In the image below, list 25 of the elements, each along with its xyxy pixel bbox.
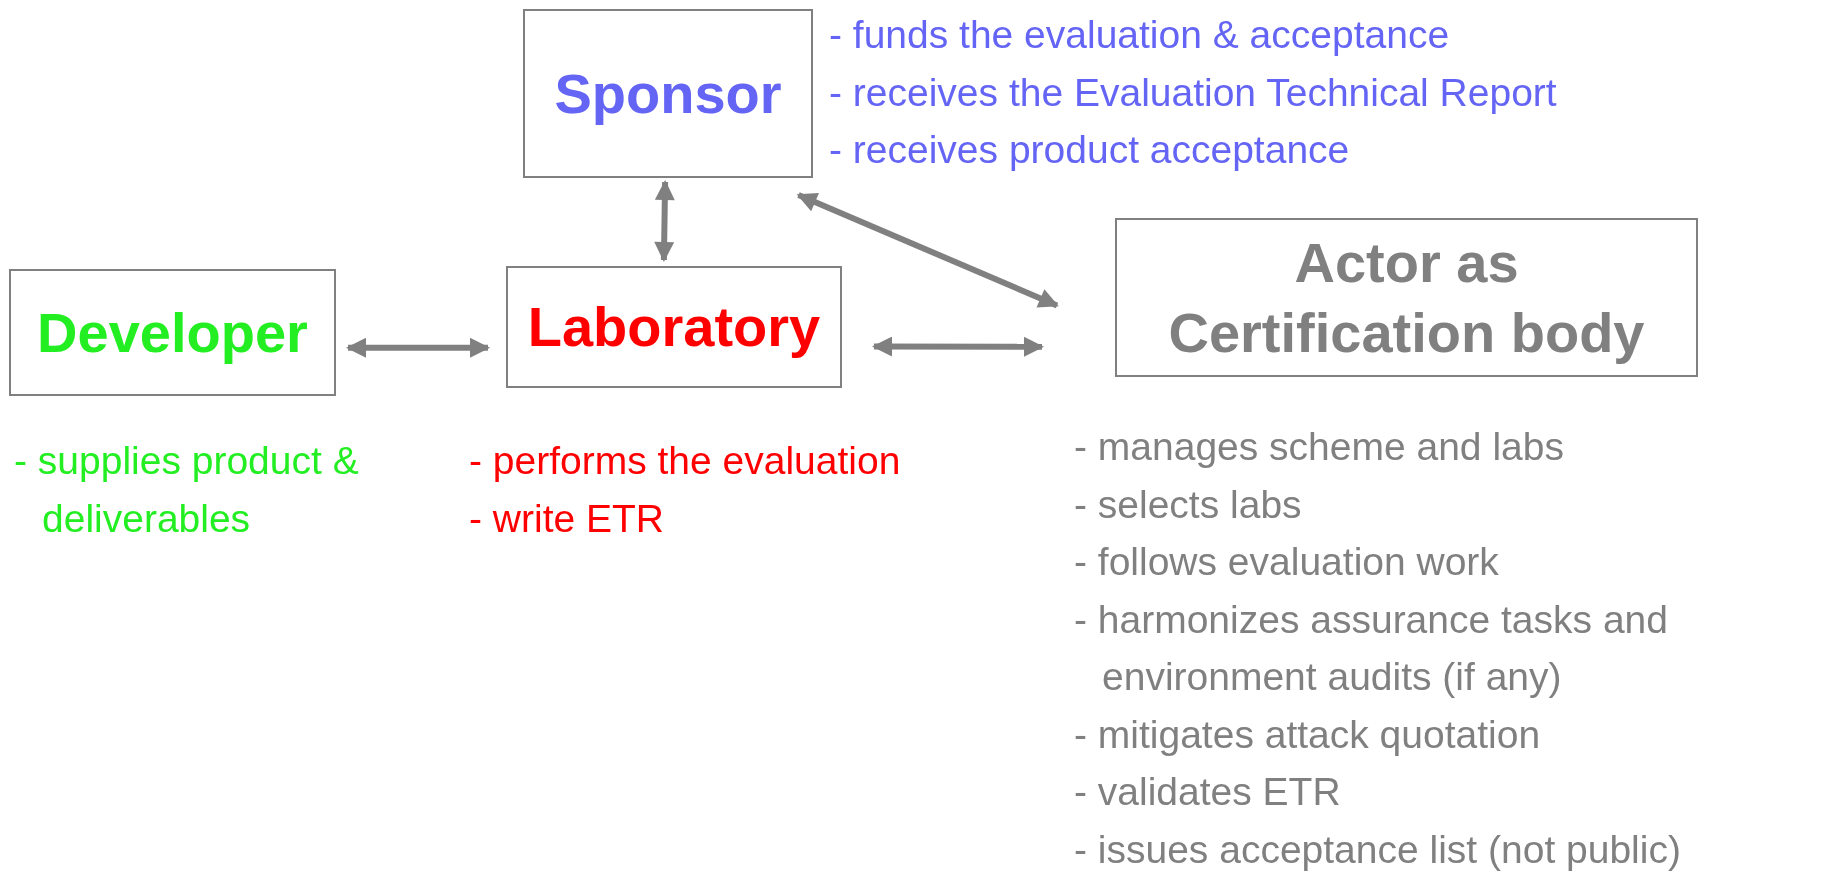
role-description: - performs the evaluation bbox=[469, 438, 901, 484]
actor-name: Developer bbox=[37, 299, 308, 366]
role-description: - manages scheme and labs bbox=[1074, 424, 1564, 470]
role-description: - receives product acceptance bbox=[829, 127, 1350, 173]
double-arrow bbox=[346, 337, 490, 358]
actor-box bbox=[1115, 218, 1698, 377]
role-description: - mitigates attack quotation bbox=[1074, 711, 1541, 758]
double-arrow bbox=[796, 192, 1059, 309]
role-description: - write ETR bbox=[469, 495, 664, 542]
actor-box bbox=[523, 9, 813, 178]
role-description: - harmonizes assurance tasks and environment audits (if any) bbox=[1074, 596, 1669, 700]
role-description: - issues acceptance list (not public) bbox=[1074, 826, 1681, 873]
role-description: - supplies product & deliverables bbox=[14, 438, 360, 542]
actor-name: Sponsor bbox=[554, 60, 782, 127]
actor-box bbox=[9, 269, 336, 396]
role-description: - follows evaluation work bbox=[1074, 539, 1499, 585]
role-description: - selects labs bbox=[1074, 481, 1302, 528]
double-arrow bbox=[872, 336, 1044, 357]
actor-name: Actor as Certification body bbox=[1167, 229, 1646, 366]
role-description: - receives the Evaluation Technical Report bbox=[829, 69, 1557, 116]
role-description: - funds the evaluation & acceptance bbox=[829, 12, 1450, 58]
actor-box bbox=[506, 266, 842, 388]
double-arrow bbox=[654, 180, 675, 262]
role-description: - validates ETR bbox=[1074, 769, 1341, 815]
actor-name: Laboratory bbox=[527, 294, 821, 360]
